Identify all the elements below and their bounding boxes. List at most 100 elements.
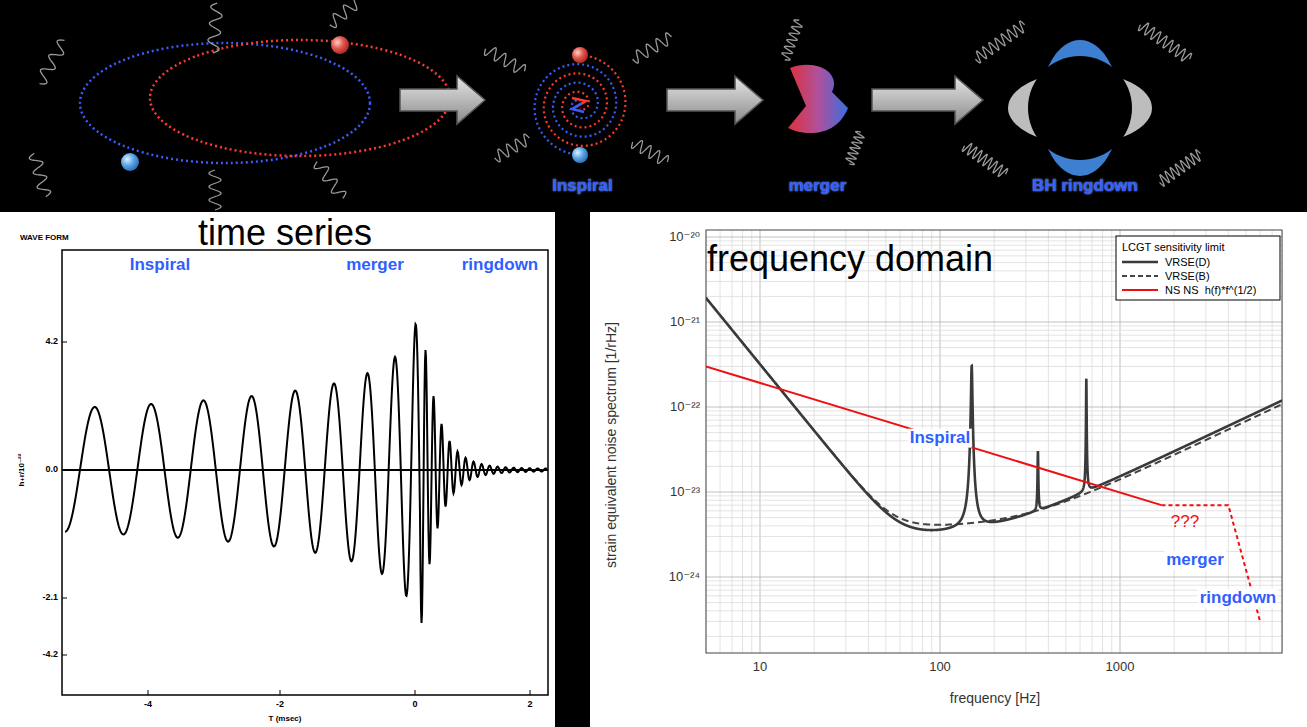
tick-label: 10⁻²²: [670, 400, 700, 414]
tick-label: -4: [144, 700, 152, 710]
grid-line: [706, 425, 1282, 426]
plot-panel-ground: [590, 212, 1307, 727]
stage-node: merger: [765, 20, 870, 198]
tick-label: 10⁻²⁴: [669, 570, 700, 584]
grid-line: [720, 230, 721, 653]
star-ball: [572, 147, 588, 163]
axis-tick: [415, 690, 416, 695]
axis-tick: [62, 470, 67, 471]
plot-panel: frequency domain: [590, 212, 1307, 727]
plot-panel: time series: [0, 212, 555, 727]
stage-node: BH ringdown: [985, 20, 1185, 198]
legend-entry: NS NS h(f)*f^(1/2): [1120, 283, 1256, 297]
noise-curve-dashed: [706, 298, 1282, 525]
grid-line: [706, 495, 1282, 496]
legend-text: VRSE(D): [1165, 256, 1210, 268]
grid-line: [845, 230, 846, 653]
inspiral-line: [706, 366, 1161, 505]
grid-line: [706, 551, 1282, 552]
axis-label: frequency [Hz]: [950, 691, 1040, 706]
axis-tick: [62, 655, 67, 656]
wave-squiggle: [846, 131, 864, 164]
phase-label: merger: [1164, 551, 1226, 570]
tick-label: 10⁻²⁰: [669, 230, 700, 244]
wave-squiggle: [632, 141, 669, 164]
spiral-core: [572, 103, 584, 112]
grid-line: [940, 230, 941, 653]
axis-tick: [148, 690, 149, 695]
grid-line: [706, 536, 1282, 537]
grid-line: [1102, 230, 1103, 653]
grid-line: [706, 636, 1282, 637]
axis-label: strain equivalent noise spectrum [1/rHz]: [604, 322, 619, 568]
grid-line: [742, 230, 743, 653]
black-hole: [1028, 56, 1132, 160]
grid-line: [922, 230, 923, 653]
wave-squiggle: [330, 0, 361, 27]
wave-squiggle: [208, 3, 222, 53]
wave-squiggle: [975, 21, 1024, 63]
question-label: ???: [1171, 513, 1199, 532]
merger-ringdown-line: [1161, 505, 1260, 621]
grid-line: [706, 505, 1282, 506]
axis-label: h₊r/10⁻²²: [18, 454, 27, 487]
wave-squiggle: [633, 33, 672, 63]
grid-line: [706, 407, 1282, 408]
grid-line: [706, 580, 1282, 581]
grid-line: [900, 230, 901, 653]
grid-line: [931, 230, 932, 653]
tick-label: 0.0: [45, 465, 58, 475]
grid-line: [751, 230, 752, 653]
grid-line: [706, 451, 1282, 452]
wave-squiggle: [1138, 23, 1191, 61]
phase-label: ringdown: [462, 256, 538, 275]
grid-line: [706, 517, 1282, 518]
grid-line: [706, 500, 1282, 501]
spiral-track: [544, 55, 626, 146]
plot-frame: [62, 250, 548, 695]
phase-label: Inspiral: [130, 256, 190, 275]
tick-label: -4.2: [42, 650, 58, 660]
legend-box: [1116, 236, 1280, 300]
grid-line: [706, 525, 1282, 526]
stage-label: Inspiral: [552, 176, 612, 196]
tick-label: 1000: [1106, 660, 1135, 674]
wave-squiggle: [40, 40, 65, 84]
tick-label: 100: [929, 660, 951, 674]
grid-line: [732, 230, 733, 653]
grid-line: [706, 381, 1282, 382]
grid-line: [760, 230, 761, 653]
stage-label: BH ringdown: [1032, 176, 1138, 196]
grid-line: [706, 577, 1282, 578]
axis-ticks: [62, 342, 530, 695]
grid-line: [706, 415, 1282, 416]
merger-blob: [788, 65, 848, 133]
axis-label: T (msec): [269, 715, 302, 724]
tick-label: -2.1: [42, 593, 58, 603]
legend-sample: [1120, 283, 1160, 297]
grid-line: [1065, 230, 1066, 653]
legend-line: [1122, 261, 1158, 263]
phase-label: merger: [346, 256, 404, 275]
legend-entry: VRSE(D): [1120, 255, 1210, 269]
grid-line: [706, 585, 1282, 586]
grid-line: [885, 230, 886, 653]
grid-line: [706, 355, 1282, 356]
grid-line: [706, 420, 1282, 421]
tick-label: 10: [753, 660, 767, 674]
legend-entry: VRSE(B): [1120, 269, 1210, 283]
grid-line: [1048, 230, 1049, 653]
grid-line: [706, 410, 1282, 411]
waveform-curve: [65, 324, 547, 623]
panel-title: frequency domain: [707, 238, 993, 280]
tick-label: 10⁻²¹: [670, 315, 700, 329]
stage-arrow: [872, 76, 983, 124]
grid-line: [706, 340, 1282, 341]
axis-tick: [530, 690, 531, 695]
star-ball: [121, 153, 139, 171]
wave-squiggle: [782, 20, 802, 60]
